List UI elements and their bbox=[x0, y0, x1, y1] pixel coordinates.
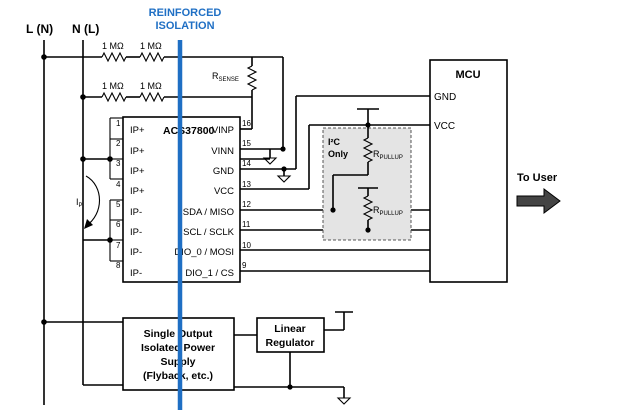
mcu-title: MCU bbox=[455, 69, 480, 81]
resistor-string-bottom bbox=[83, 91, 252, 103]
pin-16-name: VINP bbox=[212, 125, 234, 136]
primary-current-wiring bbox=[41, 54, 113, 243]
mcu-gnd-pin: GND bbox=[434, 92, 456, 103]
to-user-label: To User bbox=[517, 172, 558, 184]
isolation-label-line2: ISOLATION bbox=[155, 20, 214, 32]
ic-name: ACS37800 bbox=[163, 125, 215, 137]
pin-1-name: IP+ bbox=[130, 125, 145, 136]
pin-5-num: 5 bbox=[116, 200, 121, 209]
mcu-box bbox=[429, 59, 508, 283]
to-user-arrow bbox=[516, 188, 561, 214]
line-label: L (N) bbox=[26, 22, 53, 36]
pullup-1-label: RPULLUP bbox=[373, 149, 403, 161]
isolation-label-line1: REINFORCED bbox=[149, 7, 222, 19]
pullup-2-label: RPULLUP bbox=[373, 205, 403, 217]
pin-15-name: VINN bbox=[211, 146, 234, 157]
pin-2-num: 2 bbox=[116, 139, 121, 148]
rsense-resistor bbox=[240, 57, 258, 130]
pin-16-num: 16 bbox=[242, 119, 251, 128]
mcu-vcc-pin: VCC bbox=[434, 121, 455, 132]
pin-11-name: SCL / SCLK bbox=[183, 227, 235, 238]
neutral-label: N (L) bbox=[72, 22, 99, 36]
pin-15-num: 15 bbox=[242, 139, 251, 148]
pin-4-num: 4 bbox=[116, 180, 121, 189]
resistor-4-label: 1 MΩ bbox=[140, 81, 162, 91]
sense-wiring bbox=[240, 57, 286, 160]
resistor-1-label: 1 MΩ bbox=[102, 41, 124, 51]
power-supply-wiring bbox=[41, 311, 353, 405]
pin-9-name: DIO_1 / CS bbox=[185, 268, 234, 279]
rsense-label: RSENSE bbox=[212, 71, 239, 83]
pin-4-name: IP+ bbox=[130, 186, 145, 197]
pullup-resistor-1 bbox=[330, 125, 374, 213]
pin-7-name: IP- bbox=[130, 247, 142, 258]
pin-7-num: 7 bbox=[116, 241, 121, 250]
pullup-resistor-2 bbox=[358, 187, 378, 233]
pin-1-num: 1 bbox=[116, 119, 121, 128]
pin-9-num: 9 bbox=[242, 261, 247, 270]
pin-12-num: 12 bbox=[242, 200, 251, 209]
pin-14-name: GND bbox=[213, 166, 234, 177]
i2c-label: I²C bbox=[328, 137, 340, 147]
i2c-only-label: Only bbox=[328, 149, 348, 159]
pin-13-num: 13 bbox=[242, 180, 251, 189]
pin-6-name: IP- bbox=[130, 227, 142, 238]
pin-11-num: 11 bbox=[242, 220, 251, 229]
pin-13-name: VCC bbox=[214, 186, 234, 197]
pin-6-num: 6 bbox=[116, 220, 121, 229]
current-arrow bbox=[84, 175, 100, 229]
pin-10-num: 10 bbox=[242, 241, 251, 250]
resistor-2-label: 1 MΩ bbox=[140, 41, 162, 51]
pin-3-num: 3 bbox=[116, 159, 121, 168]
pin-5-name: IP- bbox=[130, 207, 142, 218]
pin-8-num: 8 bbox=[116, 261, 121, 270]
pin-14-num: 14 bbox=[242, 159, 251, 168]
resistor-3-label: 1 MΩ bbox=[102, 81, 124, 91]
regulator-line1: Linear bbox=[274, 323, 306, 335]
pin-10-name: DIO_0 / MOSI bbox=[174, 247, 234, 258]
pin-3-name: IP+ bbox=[130, 166, 145, 177]
ic-left-pins bbox=[109, 117, 123, 262]
current-label: IP bbox=[76, 197, 83, 209]
power-wiring bbox=[240, 95, 430, 190]
resistor-string-top bbox=[44, 51, 283, 63]
ground-symbol bbox=[262, 157, 278, 165]
pin-8-name: IP- bbox=[130, 268, 142, 279]
pin-2-name: IP+ bbox=[130, 146, 145, 157]
pin-12-name: SDA / MISO bbox=[183, 207, 234, 218]
regulator-line2: Regulator bbox=[265, 337, 314, 349]
